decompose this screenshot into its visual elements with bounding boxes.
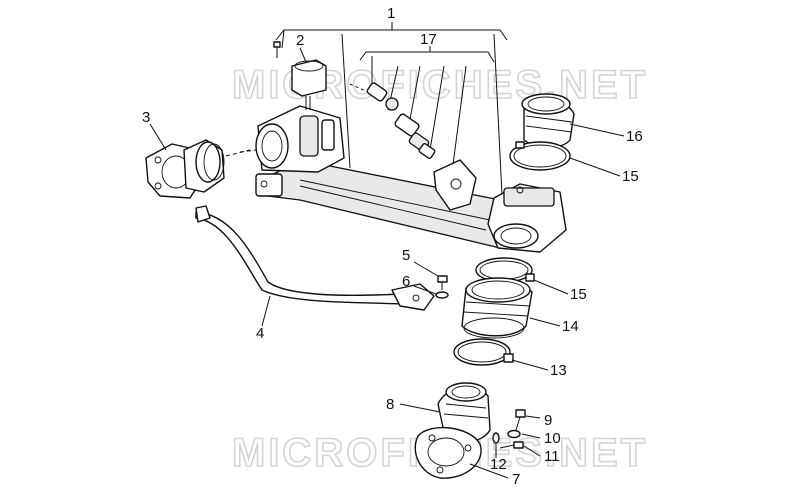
callout-4: 4 (256, 325, 264, 342)
callout-15-upper: 15 (622, 168, 639, 185)
callout-14: 14 (562, 318, 579, 335)
part-bolt-11 (499, 441, 524, 449)
callout-6: 6 (402, 273, 410, 290)
part-screw-5 (437, 275, 448, 290)
callout-labels: 1 2 17 3 16 15 5 6 15 4 14 13 8 9 10 11 … (142, 5, 643, 488)
callout-11: 11 (544, 448, 560, 465)
callout-3: 3 (142, 109, 150, 126)
group-bracket-1 (275, 22, 508, 196)
part-intake-manifold (255, 159, 521, 249)
part-injector-group (349, 82, 477, 211)
callout-5: 5 (402, 247, 410, 264)
callout-2: 2 (296, 32, 304, 49)
part-hose-clamp-upper (509, 141, 571, 171)
callout-9: 9 (544, 412, 552, 429)
part-flange-7 (414, 426, 482, 479)
part-hose-clamp-lower (453, 338, 514, 366)
part-throttle-body-right (487, 183, 567, 253)
part-throttle-body-left (239, 105, 345, 173)
part-washer-6 (435, 291, 449, 299)
callout-16: 16 (626, 128, 643, 145)
callout-12: 12 (490, 456, 507, 473)
part-intake-sleeve-lower (461, 277, 533, 339)
callout-8: 8 (386, 396, 394, 413)
callout-15-lower: 15 (570, 286, 587, 303)
callout-10: 10 (544, 430, 561, 447)
part-bolt-9 (515, 409, 526, 431)
callout-1: 1 (387, 5, 395, 22)
part-support-rod (195, 205, 435, 311)
part-sensor-cap (273, 41, 327, 110)
callout-7: 7 (512, 471, 520, 488)
part-washer-12 (492, 432, 500, 444)
part-flange-adapter (145, 139, 251, 199)
callout-17: 17 (420, 31, 437, 48)
group-bracket-17 (359, 46, 495, 173)
callout-13: 13 (550, 362, 567, 379)
part-hose-clamp-middle (475, 257, 535, 283)
part-washer-10 (507, 429, 521, 439)
part-intake-sleeve-upper (521, 93, 575, 149)
leader-lines (149, 47, 625, 479)
